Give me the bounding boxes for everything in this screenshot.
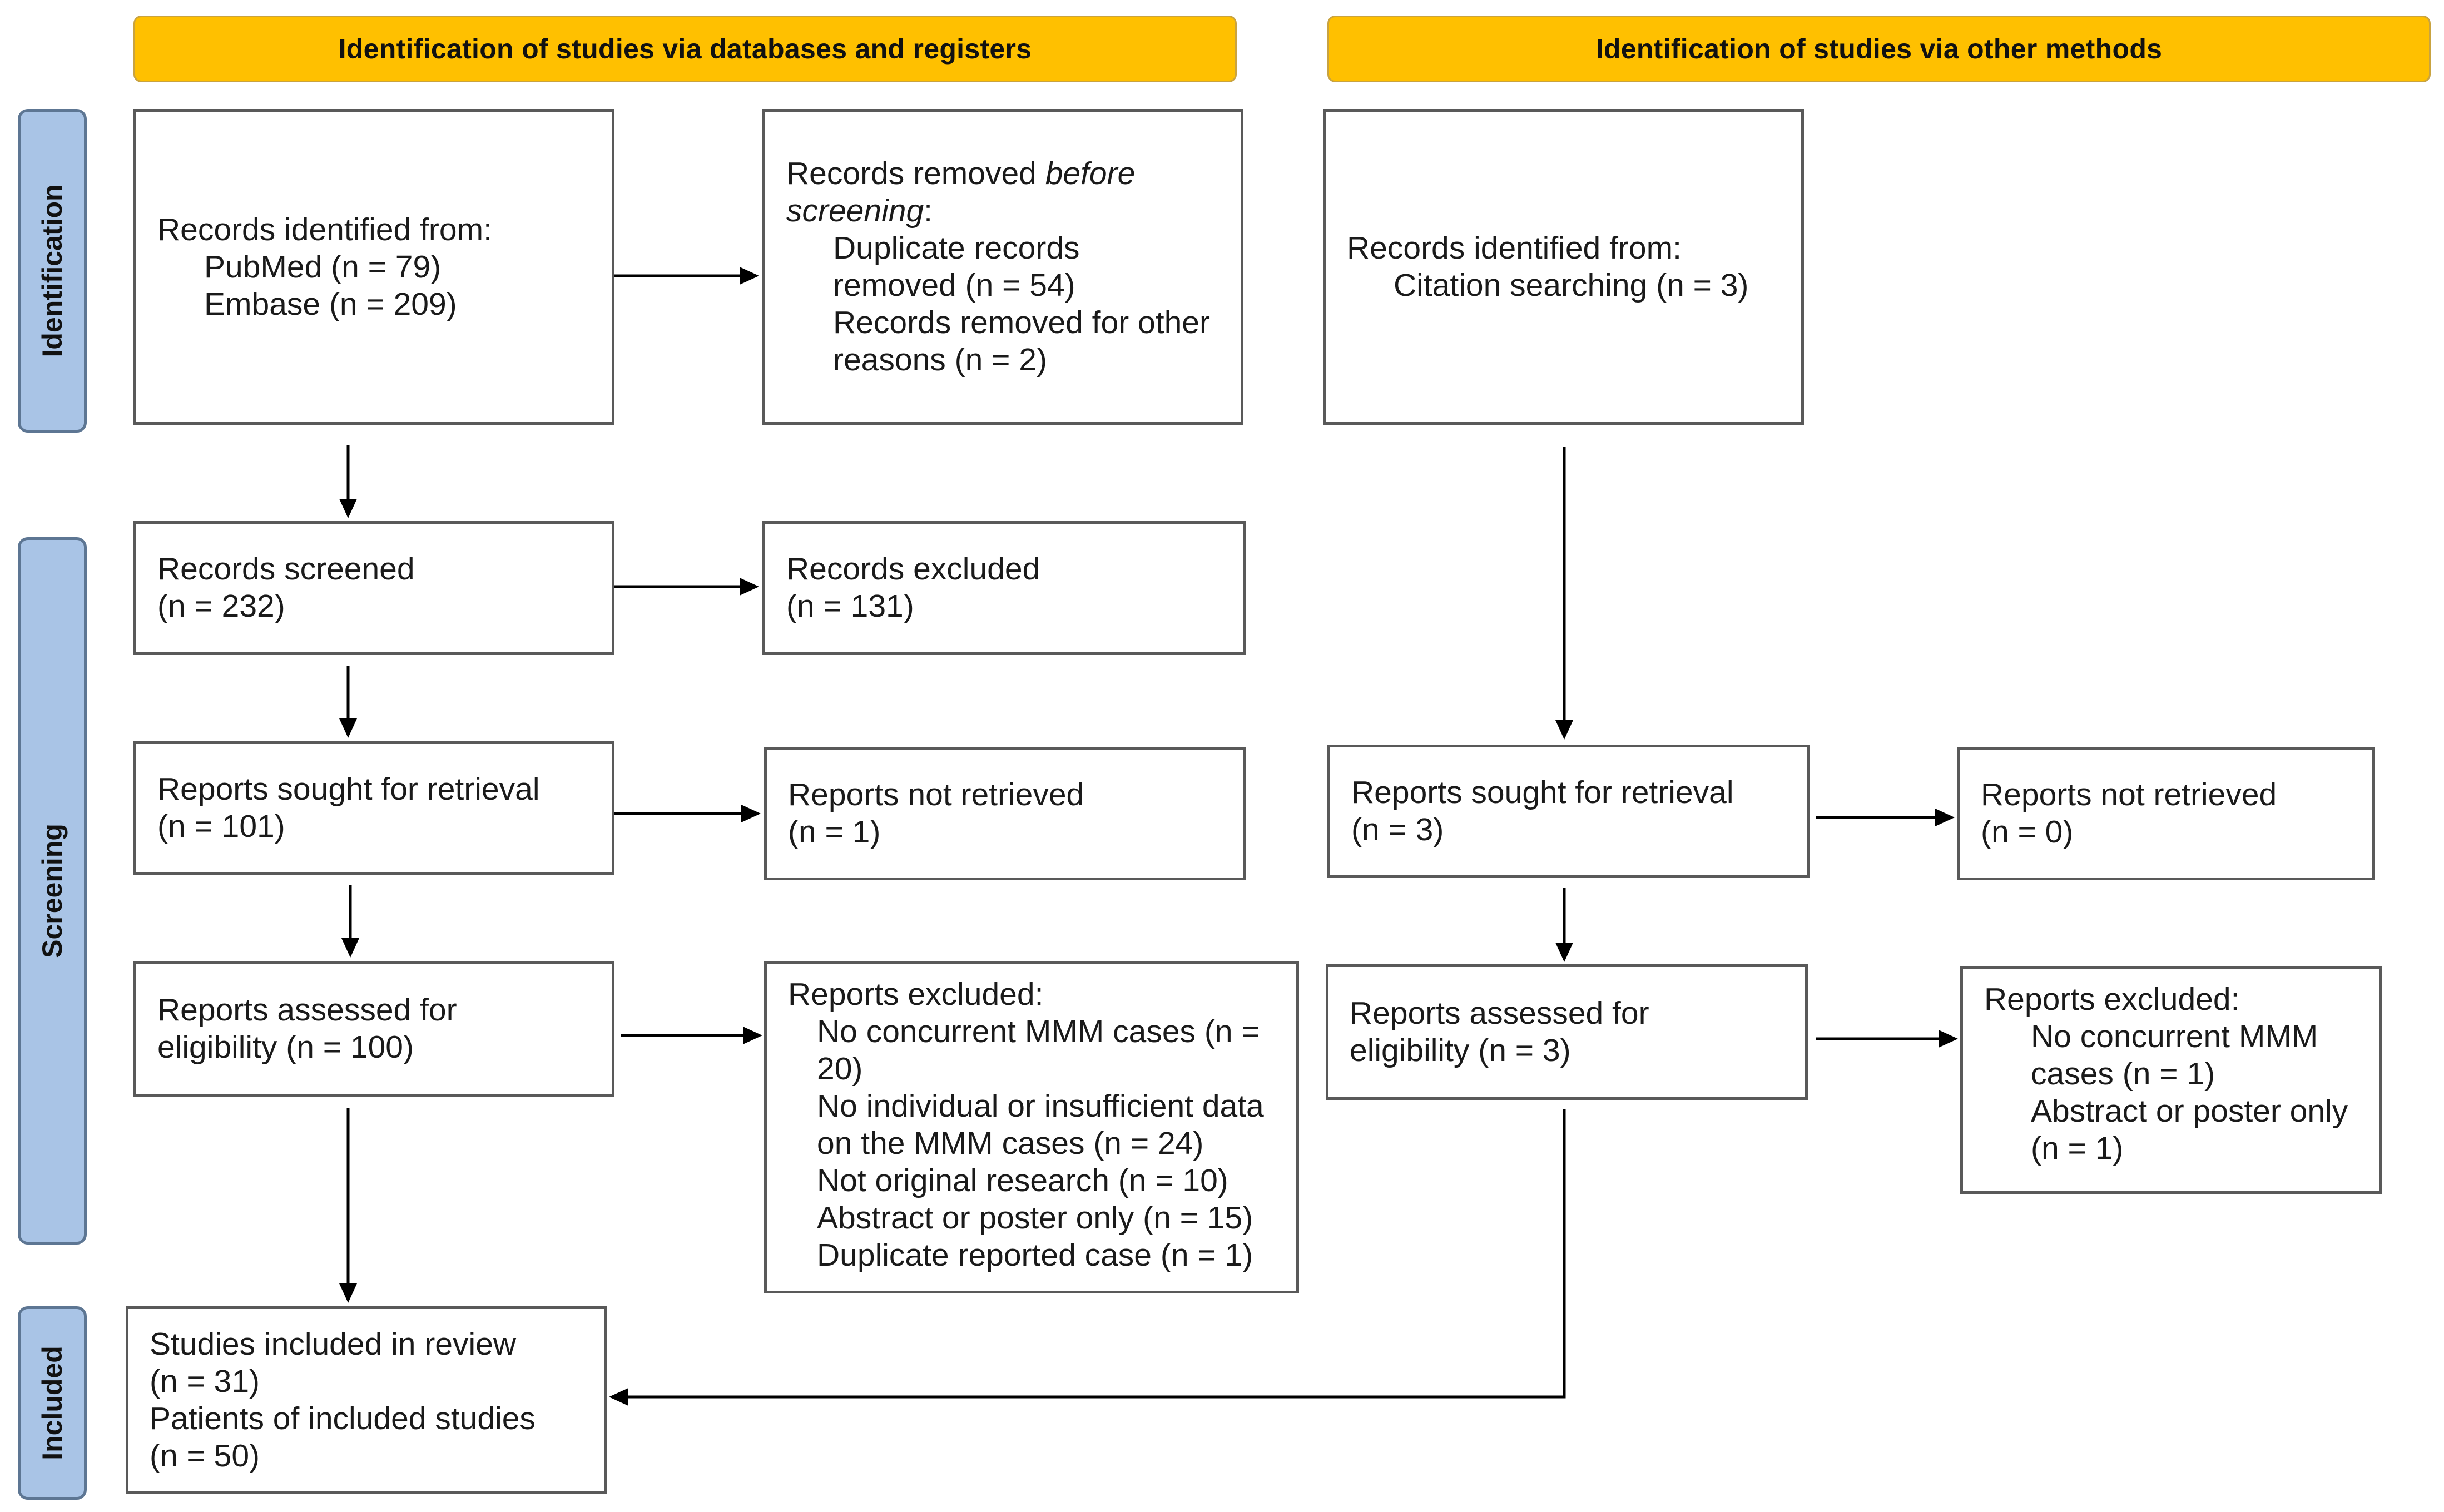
other-records-citation: Citation searching (n = 3)	[1394, 267, 1749, 303]
other-reports-sought-title: Reports sought for retrieval	[1351, 775, 1734, 810]
arrowhead-other-sought-to-not-retrieved	[1935, 809, 1955, 826]
patients-included-n: (n = 50)	[150, 1438, 260, 1474]
records-screened-box: Records screened (n = 232)	[133, 521, 614, 655]
reports-assessed-title: Reports assessed for	[157, 992, 457, 1028]
reports-assessed-n: eligibility (n = 100)	[157, 1029, 414, 1065]
header-other-methods-label: Identification of studies via other meth…	[1595, 33, 2163, 65]
other-reports-assessed-title: Reports assessed for	[1350, 995, 1649, 1031]
arrowhead-other-assessed-to-included	[609, 1388, 628, 1406]
records-removed-duplicate-l2: removed (n = 54)	[833, 267, 1075, 303]
arrowhead-identified-to-screened	[339, 499, 357, 518]
other-reports-assessed-box: Reports assessed for eligibility (n = 3)	[1326, 964, 1808, 1100]
records-removed-title-colon: :	[924, 193, 933, 229]
records-identified-box: Records identified from: PubMed (n = 79)…	[133, 109, 614, 425]
records-screened-n: (n = 232)	[157, 588, 285, 624]
reports-sought-title: Reports sought for retrieval	[157, 771, 540, 807]
reports-excluded-r4: Abstract or poster only (n = 15)	[817, 1200, 1253, 1236]
reports-sought-box: Reports sought for retrieval (n = 101)	[133, 741, 614, 875]
arrowhead-assessed-to-included	[339, 1283, 357, 1303]
records-removed-title-line2: screening:	[786, 192, 1221, 230]
other-reports-assessed-n: eligibility (n = 3)	[1350, 1033, 1571, 1068]
other-reports-excluded-r2-l1: Abstract or poster only	[2031, 1093, 2348, 1129]
other-reports-excluded-title: Reports excluded:	[1984, 981, 2240, 1017]
arrowhead-sought-to-assessed	[341, 938, 359, 958]
phase-included: Included	[18, 1306, 87, 1500]
other-records-identified-box: Records identified from: Citation search…	[1323, 109, 1804, 425]
other-reports-excluded-box: Reports excluded: No concurrent MMM case…	[1960, 966, 2382, 1194]
records-removed-title-line1: Records removed before	[786, 155, 1221, 192]
reports-excluded-r1-l2: 20)	[817, 1051, 863, 1087]
studies-included-box: Studies included in review (n = 31) Pati…	[126, 1306, 607, 1494]
arrowhead-identified-to-removed	[740, 267, 759, 285]
phase-screening: Screening	[18, 537, 87, 1245]
arrowhead-assessed-to-excluded	[743, 1027, 762, 1044]
records-embase: Embase (n = 209)	[204, 286, 457, 322]
reports-excluded-r3: Not original research (n = 10)	[817, 1163, 1228, 1198]
studies-included-title: Studies included in review	[150, 1326, 517, 1362]
arrowhead-other-identified-to-sought	[1555, 720, 1573, 740]
other-reports-not-retrieved-n: (n = 0)	[1981, 814, 2074, 850]
other-reports-excluded-r2-l2: (n = 1)	[2031, 1131, 2124, 1166]
reports-excluded-r2-l1: No individual or insufficient data	[817, 1088, 1264, 1124]
other-reports-not-retrieved-box: Reports not retrieved (n = 0)	[1957, 747, 2375, 880]
arrowhead-screened-to-excluded	[740, 578, 759, 596]
reports-excluded-r1-l1: No concurrent MMM cases (n =	[817, 1014, 1260, 1049]
patients-included-title: Patients of included studies	[150, 1401, 536, 1436]
other-records-identified-title: Records identified from:	[1347, 230, 1682, 266]
records-removed-other-l2: reasons (n = 2)	[833, 342, 1047, 378]
reports-not-retrieved-box: Reports not retrieved (n = 1)	[764, 747, 1246, 880]
reports-excluded-box: Reports excluded: No concurrent MMM case…	[764, 961, 1299, 1293]
records-removed-title-before: before	[1045, 156, 1136, 191]
arrowhead-screened-to-sought	[339, 718, 357, 738]
arrowhead-other-assessed-to-excluded	[1939, 1030, 1958, 1048]
records-screened-title: Records screened	[157, 551, 415, 587]
reports-not-retrieved-title: Reports not retrieved	[788, 777, 1084, 812]
records-removed-other-l1: Records removed for other	[833, 305, 1210, 340]
phase-identification: Identification	[18, 109, 87, 433]
arrowhead-other-sought-to-assessed	[1555, 943, 1573, 962]
reports-excluded-r5: Duplicate reported case (n = 1)	[817, 1237, 1253, 1273]
other-reports-not-retrieved-title: Reports not retrieved	[1981, 777, 2277, 812]
arrow-other-assessed-to-included	[628, 1109, 1566, 1399]
records-removed-title-text: Records removed	[786, 156, 1045, 191]
reports-excluded-title: Reports excluded:	[788, 976, 1044, 1012]
records-excluded-n: (n = 131)	[786, 588, 914, 624]
records-removed-duplicate-l1: Duplicate records	[833, 230, 1080, 266]
records-excluded-title: Records excluded	[786, 551, 1040, 587]
arrowhead-sought-to-not-retrieved	[741, 805, 761, 822]
records-identified-title: Records identified from:	[157, 211, 492, 247]
records-pubmed: PubMed (n = 79)	[204, 249, 442, 285]
reports-excluded-r2-l2: on the MMM cases (n = 24)	[817, 1126, 1204, 1161]
other-reports-sought-box: Reports sought for retrieval (n = 3)	[1327, 745, 1810, 878]
other-reports-excluded-r1-l2: cases (n = 1)	[2031, 1056, 2215, 1092]
header-databases: Identification of studies via databases …	[133, 16, 1237, 82]
records-removed-title-screening: screening	[786, 193, 924, 229]
other-reports-sought-n: (n = 3)	[1351, 812, 1444, 847]
reports-not-retrieved-n: (n = 1)	[788, 814, 881, 850]
other-reports-excluded-r1-l1: No concurrent MMM	[2031, 1019, 2318, 1054]
reports-assessed-box: Reports assessed for eligibility (n = 10…	[133, 961, 614, 1097]
reports-sought-n: (n = 101)	[157, 809, 285, 844]
studies-included-n: (n = 31)	[150, 1364, 260, 1399]
header-other-methods: Identification of studies via other meth…	[1327, 16, 2431, 82]
records-removed-box: Records removed before screening: Duplic…	[762, 109, 1243, 425]
records-excluded-box: Records excluded (n = 131)	[762, 521, 1246, 655]
header-databases-label: Identification of studies via databases …	[338, 33, 1032, 65]
